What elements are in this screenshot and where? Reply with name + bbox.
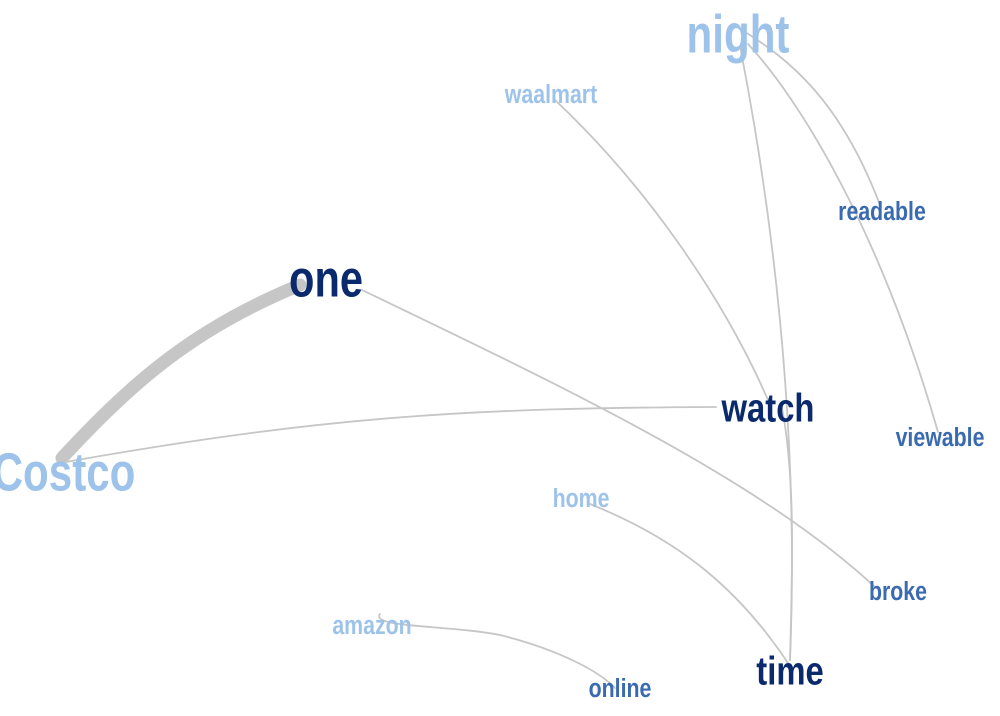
node-label-costco[interactable]: Costco xyxy=(0,442,135,502)
edge-one-broke xyxy=(361,289,877,589)
edge-costco-one xyxy=(55,278,307,465)
node-label-amazon[interactable]: amazon xyxy=(332,611,411,641)
edge-home-time xyxy=(589,503,791,667)
edge-layer xyxy=(55,29,939,689)
edge-watch-time xyxy=(781,407,793,661)
edge-waalmart-watch xyxy=(554,99,769,401)
node-label-home[interactable]: home xyxy=(553,484,610,514)
edge-night-readable xyxy=(741,29,881,206)
edge-amazon-online xyxy=(378,613,616,689)
node-label-broke[interactable]: broke xyxy=(869,577,927,607)
node-label-online[interactable]: online xyxy=(589,674,652,704)
edge-night-time xyxy=(739,45,793,661)
edge-costco-watch xyxy=(65,406,717,463)
edge-night-viewable xyxy=(747,43,939,433)
node-label-waalmart[interactable]: waalmart xyxy=(504,80,597,110)
node-label-readable[interactable]: readable xyxy=(838,197,926,227)
node-layer: Costco one night waalmart readable watch… xyxy=(0,4,984,703)
node-label-viewable[interactable]: viewable xyxy=(896,423,985,453)
node-label-time[interactable]: time xyxy=(756,648,823,693)
node-label-one[interactable]: one xyxy=(289,249,363,308)
node-label-night[interactable]: night xyxy=(687,4,790,64)
node-label-watch[interactable]: watch xyxy=(721,385,815,430)
